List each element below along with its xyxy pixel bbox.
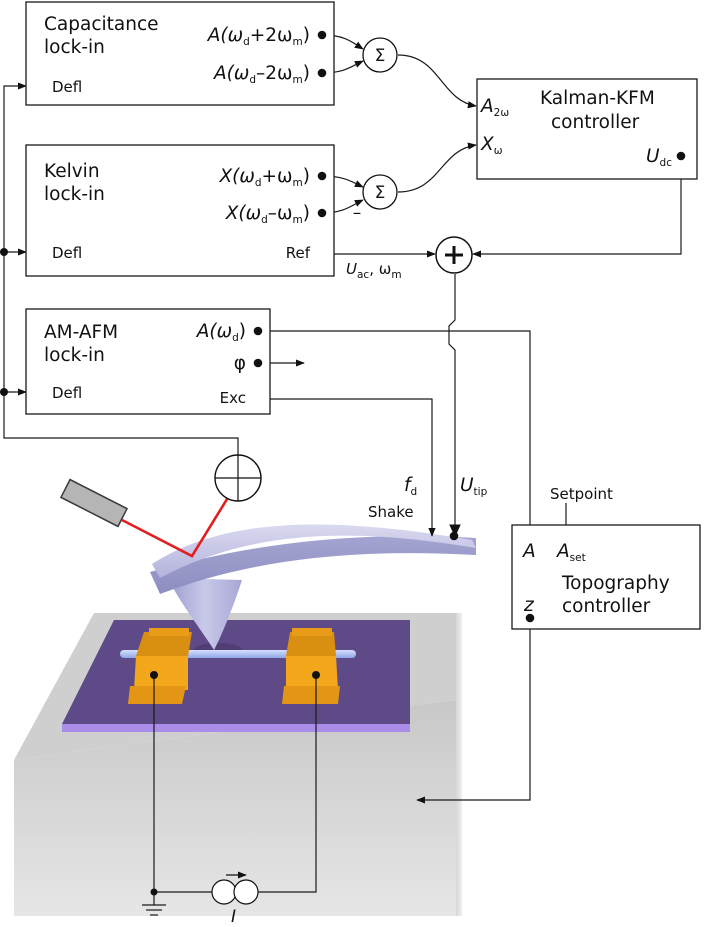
amafm-title-2: lock-in: [44, 345, 105, 366]
kelvin-input-label: Defl: [52, 244, 82, 262]
summer-capacitance: Σ: [362, 37, 398, 73]
topography-output-z: z: [523, 595, 535, 616]
amafm-input-label: Defl: [52, 384, 82, 402]
amafm-title-1: AM-AFM: [44, 322, 118, 343]
sigma-symbol: Σ: [375, 183, 386, 203]
current-source: [211, 871, 259, 905]
capacitance-title-1: Capacitance: [44, 14, 159, 35]
laser: [59, 477, 242, 558]
capacitance-input-label: Defl: [52, 78, 82, 96]
capacitance-lockin-box: [25, 1, 335, 106]
laser-source: [59, 478, 129, 528]
cantilever: [150, 524, 476, 650]
capacitance-output-2: A(ωd–2ωm): [213, 63, 310, 86]
cantilever-beam-top: [152, 524, 476, 578]
port-dots: [0, 30, 686, 896]
kalman-title-2: controller: [551, 112, 640, 133]
chip-glow: [62, 724, 410, 732]
kelvin-output-2: X(ωd–ωm): [225, 203, 310, 226]
setpoint-label: Setpoint: [550, 485, 613, 503]
fd-label: fd: [404, 475, 417, 498]
amafm-phase-output: φ: [234, 353, 246, 374]
right-electrode: [282, 628, 340, 704]
amafm-amplitude-output: A(ωd): [196, 321, 246, 344]
utip-label: Utip: [460, 475, 488, 498]
cantilever-tip: [168, 578, 242, 650]
sample-stage: [14, 613, 462, 916]
topography-title-2: controller: [562, 596, 651, 617]
uac-label: Uac, ωm: [346, 260, 402, 281]
kalman-input-a2w: A2ω: [480, 96, 509, 119]
capacitance-title-2: lock-in: [44, 37, 105, 58]
kelvin-lockin-box: [25, 144, 335, 277]
minus-sign: –: [353, 203, 362, 223]
kalman-controller-box: [476, 78, 698, 180]
substrate-right: [456, 613, 462, 916]
left-electrode: [128, 628, 192, 704]
topography-input-a: A: [522, 541, 536, 562]
kalman-input-xw: Xω: [480, 134, 503, 157]
kalman-output-udc: Udc: [646, 146, 672, 169]
laser-beam: [121, 477, 242, 558]
chip-surface: [62, 620, 410, 724]
photodetector: [214, 454, 262, 502]
topography-controller-box: [511, 524, 701, 630]
cantilever-beam-front: [150, 536, 476, 594]
adder: [435, 236, 473, 274]
kelvin-title-2: lock-in: [44, 184, 105, 205]
sigma-symbol: Σ: [375, 46, 386, 66]
substrate-front: [14, 700, 456, 916]
topography-title-1: Topography: [561, 573, 670, 594]
amafm-lockin-box: [25, 308, 271, 415]
capacitance-output-1: A(ωd+2ωm): [207, 25, 310, 48]
kelvin-ref-label: Ref: [286, 244, 311, 262]
shake-label: Shake: [368, 503, 414, 521]
topography-input-aset: Aset: [556, 541, 586, 564]
kalman-title-1: Kalman-KFM: [540, 88, 655, 109]
kelvin-title-1: Kelvin: [44, 161, 100, 182]
kelvin-output-1: X(ωd+ωm): [218, 166, 310, 189]
amafm-exc-label: Exc: [220, 389, 246, 407]
summer-kelvin: Σ: [362, 174, 398, 210]
current-label: I: [231, 907, 236, 927]
